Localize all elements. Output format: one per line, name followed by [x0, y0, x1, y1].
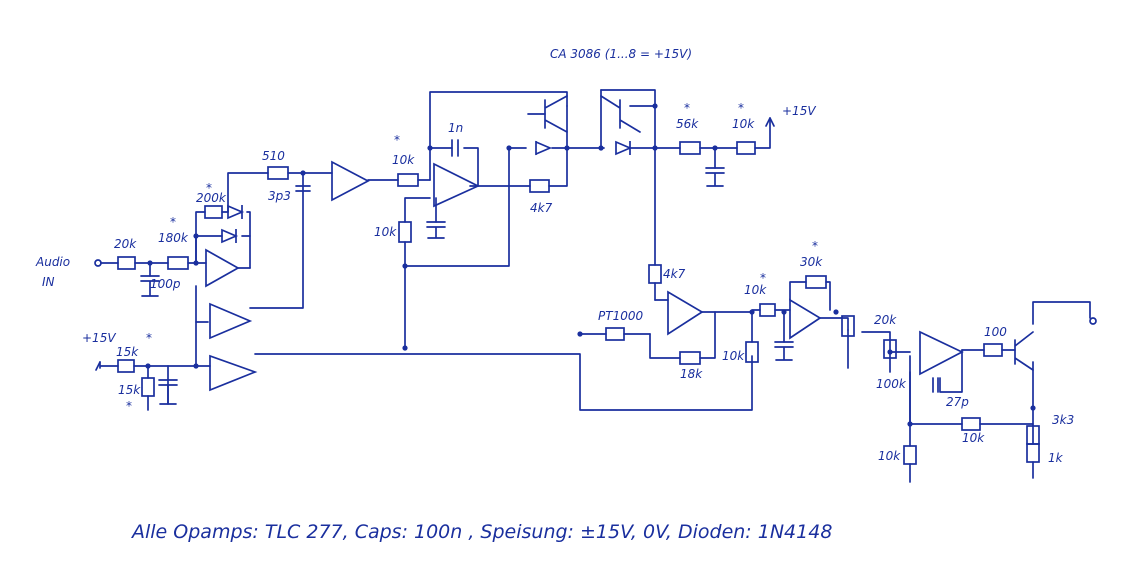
audio-in-terminal: [94, 259, 102, 267]
c-1n-label: 1n: [448, 121, 463, 135]
footer-note: Alle Opamps: TLC 277, Caps: 100n , Speis…: [130, 521, 832, 543]
output-terminal: [1089, 317, 1097, 325]
star-marker: *: [394, 133, 400, 147]
r-100k-label: 100k: [876, 377, 907, 391]
r-10k-b-label: 10k: [722, 349, 745, 363]
star-marker: *: [812, 239, 818, 253]
star-marker: *: [126, 399, 132, 413]
r-15k-top-label: 15k: [116, 345, 139, 359]
r-180k-label: 180k: [158, 231, 189, 245]
star-marker: *: [684, 101, 690, 115]
opamp-gain: [789, 298, 822, 340]
terminals: [94, 117, 1097, 371]
r-10k-mid-label: 10k: [392, 153, 415, 167]
resistors: [117, 141, 1040, 465]
r-10k-fb-label: 10k: [962, 431, 985, 445]
chip-title: CA 3086 (1...8 = +15V): [550, 47, 692, 61]
supply-right-label: +15V: [782, 104, 816, 118]
star-marker: *: [206, 181, 212, 195]
r-10k-top-label: 10k: [732, 117, 755, 131]
transistors: [527, 95, 1034, 371]
r-3k3-label: 3k3: [1052, 413, 1074, 427]
r-20k-pot-label: 20k: [874, 313, 897, 327]
r-10k-a-label: 10k: [744, 283, 767, 297]
r-18k-label: 18k: [680, 367, 703, 381]
labels: CA 3086 (1...8 = +15V) Audio IN +15V +15…: [35, 47, 1074, 543]
star-marker: *: [170, 215, 176, 229]
opamp-integrator: [433, 162, 480, 208]
r-4k7-mid-label: 4k7: [663, 267, 686, 281]
c-27p-label: 27p: [946, 395, 969, 409]
opamp-pt1000: [667, 290, 704, 336]
diodes: [221, 140, 633, 244]
star-marker: *: [146, 331, 152, 345]
star-marker: *: [738, 101, 744, 115]
wires: [99, 89, 1091, 483]
c-3p3-label: 3p3: [268, 189, 291, 203]
c-100p-label: 100p: [150, 277, 181, 291]
r-15k-bottom-label: 15k: [118, 383, 141, 397]
opamp-buffer: [331, 160, 370, 202]
pt1000-label: PT1000: [598, 309, 643, 323]
r-10k-bottom-label: 10k: [878, 449, 901, 463]
r-1k-label: 1k: [1048, 451, 1064, 465]
capacitors: [140, 139, 939, 405]
r-200k-label: 200k: [196, 191, 227, 205]
star-marker: *: [760, 271, 766, 285]
audio-in-label-1: Audio: [35, 255, 70, 269]
supply-left-label: +15V: [82, 331, 116, 345]
junctions: [145, 103, 1036, 427]
r-4k7-top-label: 4k7: [530, 201, 553, 215]
opamp-1: [205, 248, 240, 288]
r-30k-label: 30k: [800, 255, 823, 269]
r-510-label: 510: [262, 149, 285, 163]
r-10k-vert-label: 10k: [374, 225, 397, 239]
opamp-2: [209, 302, 253, 340]
audio-in-label-2: IN: [42, 275, 55, 289]
r-100-out-label: 100: [984, 325, 1007, 339]
opamp-3: [209, 354, 258, 392]
r-56k-label: 56k: [676, 117, 699, 131]
opamp-output: [919, 330, 964, 376]
r-20k-in-label: 20k: [114, 237, 137, 251]
